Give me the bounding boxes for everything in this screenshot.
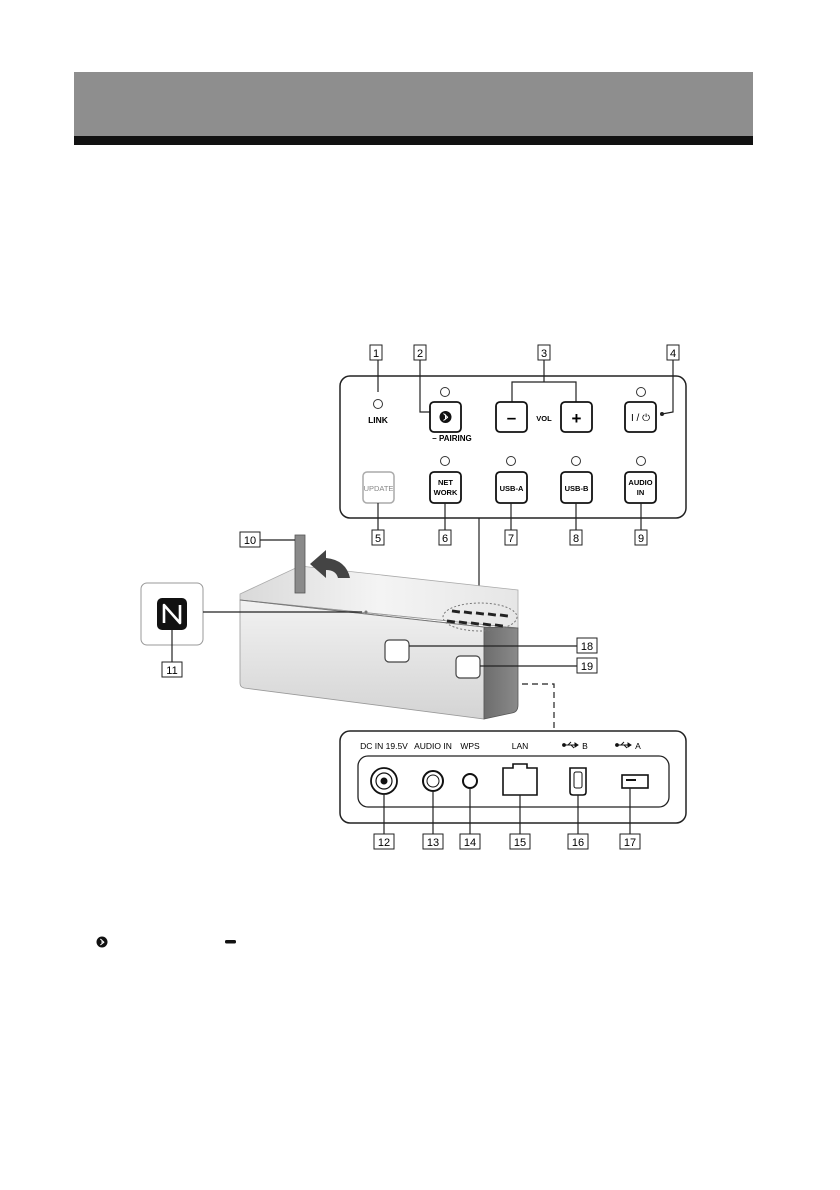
svg-text:6: 6 [442,533,448,545]
svg-text:11: 11 [166,665,177,677]
callout-11: 11 [161,630,183,678]
usb-symbol-icon [615,741,632,749]
power-indicator [636,387,646,397]
front-sensor-left [384,639,410,663]
svg-text:5: 5 [375,533,381,545]
lan-label: LAN [512,741,529,751]
svg-text:7: 7 [508,533,514,545]
wps-button[interactable] [462,773,478,789]
svg-text:15: 15 [514,837,526,849]
callout-16: 16 [567,795,589,850]
callout-14: 14 [459,788,481,850]
lan-port[interactable] [502,763,538,796]
section-header-band [74,72,753,138]
audio-in-indicator [636,456,646,466]
svg-text:13: 13 [427,837,439,849]
callout-5: 5 [371,503,385,546]
section-header-rule [74,136,753,145]
svg-text:17: 17 [624,837,636,849]
callout-19: 19 [480,657,598,674]
callout-12: 12 [373,794,395,850]
bluetooth-icon [439,411,452,423]
volume-down-button[interactable] [495,401,528,433]
svg-text:16: 16 [572,837,584,849]
callout-17: 17 [619,788,641,850]
svg-text:WORK: WORK [434,488,458,497]
wps-label: WPS [460,741,480,751]
power-icon: I / ⏻ [631,413,650,424]
nfc-n-mark-icon [157,598,187,630]
dc-in-label: DC IN 19.5V [360,741,408,751]
svg-text:8: 8 [573,533,579,545]
raise-antenna-arrow [310,550,350,578]
callout-15: 15 [509,795,531,850]
usb-a-indicator [506,456,516,466]
callout-18: 18 [409,637,598,654]
speaker-body [239,534,519,720]
pairing-label: – PAIRING [432,434,471,443]
rear-audio-in-label: AUDIO IN [414,741,452,751]
network-indicator [440,456,450,466]
svg-text:A: A [635,741,641,751]
callout-6: 6 [438,503,452,546]
svg-text:19: 19 [581,661,593,673]
footnote-minus-icon [225,940,236,944]
usb-b-port-label: B [562,741,588,751]
callout-13: 13 [422,791,444,850]
svg-text:9: 9 [638,533,644,545]
callout-1: 1 [369,344,383,392]
volume-label: VOL [536,414,552,423]
front-sensor-right [455,655,481,679]
callout-7: 7 [504,503,518,546]
power-button[interactable] [624,401,657,433]
volume-up-button[interactable] [560,401,593,433]
callout-3: 3 [511,344,577,404]
dc-in-jack[interactable] [370,767,398,795]
svg-text:B: B [582,741,588,751]
svg-text:+: + [572,409,582,428]
usb-b-indicator [571,456,581,466]
callout-8: 8 [569,503,583,546]
svg-text:NET: NET [438,478,453,487]
svg-text:AUDIO: AUDIO [628,478,652,487]
usb-a-port-label: A [615,741,641,751]
audio-in-jack[interactable] [422,770,444,792]
link-label: LINK [368,415,389,425]
svg-text:IN: IN [637,488,645,497]
svg-text:1: 1 [373,348,379,360]
rear-panel-connector [522,683,555,731]
callout-4: 4 [660,344,680,416]
svg-text:4: 4 [670,348,676,360]
callout-9: 9 [634,503,648,546]
svg-text:–: – [507,408,516,427]
bluetooth-indicator [440,387,450,397]
link-indicator [373,399,383,409]
svg-text:10: 10 [244,535,256,547]
callout-10: 10 [239,531,295,548]
top-buttons-highlight [442,602,518,632]
footnote-bluetooth-icon [96,936,108,948]
usb-symbol-icon [562,741,579,749]
svg-text:3: 3 [541,348,547,360]
svg-text:18: 18 [581,641,593,653]
svg-text:UPDATE: UPDATE [364,484,394,493]
svg-text:USB-B: USB-B [565,484,589,493]
usb-a-port[interactable] [621,774,649,789]
svg-text:14: 14 [464,837,476,849]
wireless-antenna [294,534,306,594]
svg-text:2: 2 [417,348,423,360]
svg-text:USB-A: USB-A [500,484,524,493]
svg-text:12: 12 [378,837,390,849]
